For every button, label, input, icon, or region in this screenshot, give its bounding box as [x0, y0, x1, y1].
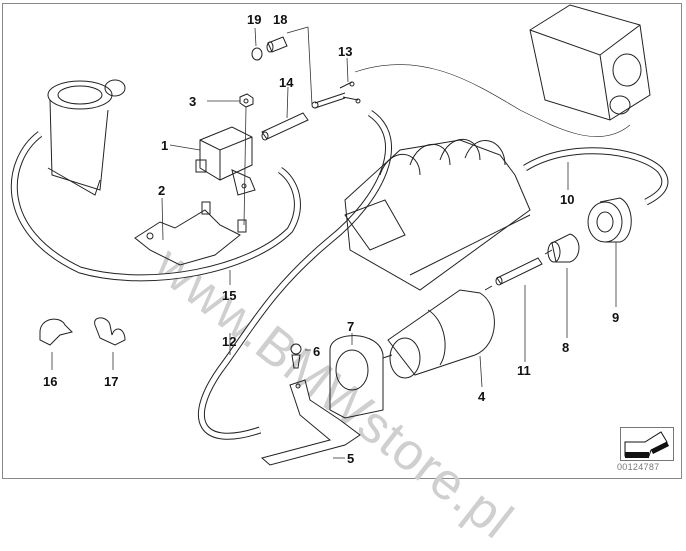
label-5: 5	[347, 451, 355, 466]
parts-illustration	[10, 4, 669, 466]
direction-arrow-box	[620, 427, 674, 461]
label-12: 12	[222, 334, 237, 349]
label-16: 16	[43, 374, 58, 389]
label-2: 2	[158, 183, 166, 198]
label-1: 1	[161, 138, 169, 153]
label-15: 15	[222, 288, 237, 303]
part-10-hose-drawing	[523, 147, 669, 206]
part-6-rivet-drawing	[290, 343, 302, 369]
label-19: 19	[247, 12, 262, 27]
part-1-valve-drawing	[195, 126, 256, 196]
part-4-filter-drawing	[382, 285, 495, 379]
arrow-icon	[624, 431, 669, 458]
part-8-damper-drawing	[544, 233, 580, 263]
leader-lines	[51, 26, 617, 459]
part-14-hose-drawing	[261, 112, 309, 141]
label-18: 18	[273, 12, 288, 27]
part-2-bracket-drawing	[134, 201, 247, 266]
throttle-body-drawing	[47, 79, 126, 196]
part-13-connector-drawing	[311, 81, 361, 109]
label-6: 6	[313, 344, 321, 359]
label-3: 3	[189, 94, 197, 109]
part-18-sleeve-drawing	[266, 36, 288, 53]
part-15-hose-drawing	[10, 131, 301, 282]
part-16-clamp-drawing	[39, 318, 73, 346]
part-9-ring-drawing	[587, 197, 632, 243]
label-10: 10	[560, 192, 575, 207]
label-17: 17	[104, 374, 119, 389]
label-8: 8	[562, 340, 570, 355]
label-14: 14	[279, 75, 294, 90]
label-11: 11	[517, 363, 531, 378]
diagram-number: 00124787	[617, 462, 660, 472]
part-7-mount-drawing	[329, 335, 384, 419]
part-12-hose-drawing	[198, 110, 392, 440]
part-17-clip-drawing	[94, 317, 126, 346]
part-19-o-ring-drawing	[251, 47, 263, 61]
part-3-nut-drawing	[239, 93, 254, 108]
part-11-hose-drawing	[495, 257, 543, 286]
diagram-frame	[2, 3, 682, 479]
label-4: 4	[478, 389, 486, 404]
vacuum-line	[354, 64, 631, 137]
label-9: 9	[612, 310, 620, 325]
air-box-drawing	[529, 4, 651, 121]
intake-manifold-drawing	[344, 138, 531, 291]
part-5-plate-drawing	[260, 379, 361, 466]
label-7: 7	[347, 319, 355, 334]
label-13: 13	[338, 44, 353, 59]
